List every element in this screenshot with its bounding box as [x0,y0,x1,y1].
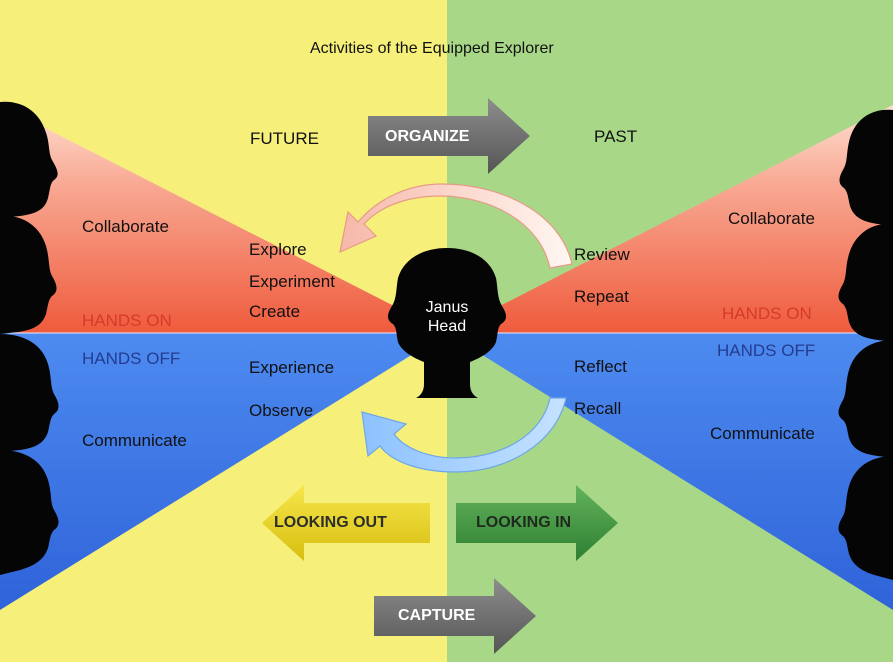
hands-off-wedge-left [0,333,447,610]
janus-line-1: Janus [425,299,469,316]
label-left-hands-off: HANDS OFF [82,349,181,368]
right-silhouettes [838,109,893,580]
label-right-hands-on: HANDS ON [722,304,812,323]
right-silhouette-2 [838,223,893,342]
right-silhouette-3 [838,340,893,458]
organize-arrow [368,98,530,174]
hands-on-wedge-left [0,105,447,333]
lower-cycle-arrow [361,397,567,473]
left-silhouette-3 [0,334,59,452]
right-silhouette-1 [839,109,893,226]
looking-in-arrow [456,485,618,561]
left-silhouette-2 [0,215,57,334]
label-capture: CAPTURE [398,607,476,624]
label-looking-in: LOOKING IN [476,514,572,531]
label-past: PAST [594,127,638,146]
label-recall: Recall [574,399,622,418]
janus-line-2: Head [427,318,467,336]
left-silhouette-1 [0,101,58,218]
label-reflect: Reflect [574,357,627,376]
diagram-title: Activities of the Equipped Explorer [310,40,554,57]
label-observe: Observe [249,401,314,420]
label-looking-out: LOOKING OUT [274,514,387,531]
janus-head-silhouette [388,248,506,398]
upper-cycle-arrow [339,183,573,269]
label-right-hands-off: HANDS OFF [717,341,816,360]
label-future: FUTURE [250,129,319,148]
label-review: Review [574,245,630,264]
label-experience: Experience [249,358,335,377]
left-silhouette-4 [0,450,59,575]
label-explore: Explore [249,240,307,259]
janus-head-label: Janus Head [416,298,478,336]
label-create: Create [249,302,301,321]
label-repeat: Repeat [574,287,629,306]
left-silhouettes [0,101,59,575]
label-right-communicate: Communicate [710,424,815,443]
looking-out-arrow [262,485,430,561]
label-organize: ORGANIZE [385,128,470,145]
right-silhouette-4 [838,456,893,580]
label-left-collaborate: Collaborate [82,217,169,236]
capture-arrow [374,578,536,654]
label-left-hands-on: HANDS ON [82,311,172,330]
label-right-collaborate: Collaborate [728,209,815,228]
label-left-communicate: Communicate [82,431,187,450]
hands-on-wedge-right [447,105,893,333]
label-experiment: Experiment [249,272,335,291]
